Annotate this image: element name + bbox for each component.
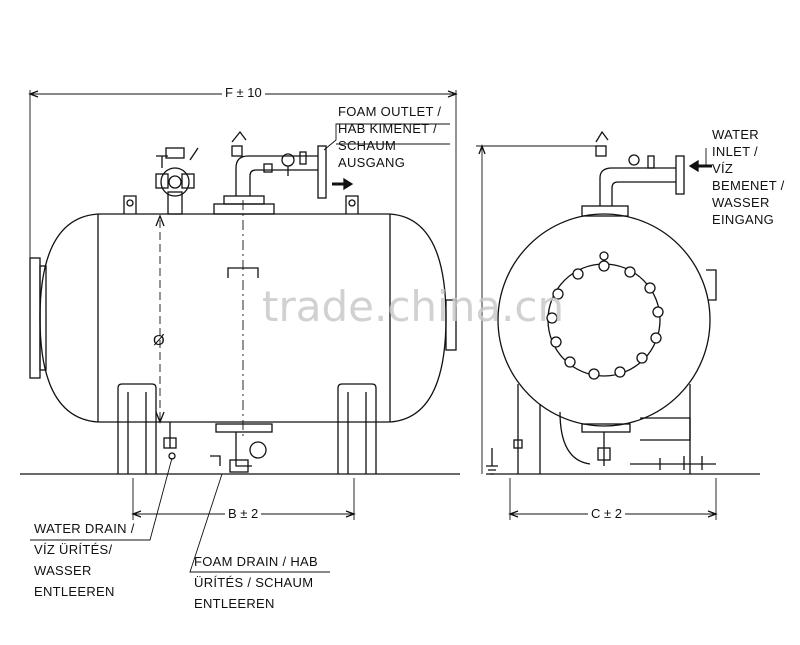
lug-hole-right [348,199,356,207]
hose-end [559,411,591,465]
foam-drain-leader [189,473,330,573]
watermark: trade.china.cn [262,282,565,331]
foam-outlet-leader [323,123,450,151]
callout-line: WASSER [34,563,92,578]
f-arrow-right [447,90,458,98]
f-arrow-left [28,90,39,98]
top-flange [213,203,275,215]
dip-pipe [227,267,259,278]
valve-port-right [181,173,195,189]
flange-right [445,299,457,351]
inlet-valve [595,145,607,157]
callout-line: FOAM OUTLET / [338,104,442,119]
callout-line: WATER [712,127,759,142]
callout-line: ENTLEEREN [34,584,115,599]
outlet-flange [317,145,327,199]
valve-cap-left [165,147,185,159]
dim-diameter: Ø [153,332,165,349]
lifting-lug-right [345,195,359,214]
bottom-valve-end [597,447,611,461]
skirt-end [640,417,691,441]
inlet-pipe-inner [611,181,676,206]
callout-line: ENTLEEREN [194,596,275,611]
valve-stem-left [167,191,183,215]
callout-line: ÜRÍTÉS / SCHAUM [194,575,314,590]
inlet-valve-handle [595,130,609,143]
callout-line: AUSGANG [338,155,406,170]
valve-lever-left [189,147,199,161]
valve-core-left [168,175,182,189]
foam-drain-handle [210,455,221,466]
outlet-fitting [263,163,273,173]
diameter-arrow-bottom [155,411,165,424]
callout-line: BEMENET / [712,178,785,193]
callout-water-drain: WATER DRAIN / VÍZ ÜRÍTÉS/ WASSER ENTLEER… [34,518,135,602]
dim-leg-width: C ± 2 [588,506,625,521]
foam-drain-valve [229,459,249,473]
callout-line: INLET / [712,144,758,159]
valve-body-left [160,167,190,197]
grounding-symbol [486,448,498,475]
outlet-valve [231,145,243,157]
manhole-flange-left [29,257,41,379]
side-view [20,90,460,573]
callout-foam-outlet: FOAM OUTLET / HAB KIMENET / SCHAUM AUSGA… [338,103,441,171]
bolt-top-end [599,251,609,261]
callout-water-inlet: WATER INLET / VÍZ BEMENET / WASSER EINGA… [712,126,785,228]
callout-line: VÍZ [712,161,734,176]
top-flange-end [581,205,629,217]
outlet-valve-handle [231,130,247,143]
tank-body-end [497,213,711,427]
end-view [476,130,760,520]
side-flange-end [706,269,717,301]
top-flange-upper [223,195,265,205]
valve-port-left [155,173,169,189]
bolt-circle [546,260,664,380]
dim-overall-length: F ± 10 [222,85,265,100]
grounding-lug [513,439,523,449]
callout-line: HAB KIMENET / [338,121,438,136]
lifting-lug-left [123,195,137,214]
water-drain-valve [163,437,177,449]
lug-hole-left [126,199,134,207]
drain-manifold-end [630,456,716,470]
callout-line: FOAM DRAIN / HAB [194,554,318,569]
outlet-pipe-inner [249,169,318,196]
saddle-left [117,383,157,474]
callout-line: WASSER [712,195,770,210]
pressure-gauge-bottom [249,441,267,459]
diameter-arrow-top [155,214,165,227]
outlet-pipe-outer [235,155,318,196]
height-arrow-top [478,144,486,155]
outlet-fitting-2 [299,151,307,165]
c-arrow-left [508,510,519,518]
bottom-flange-end [581,423,631,433]
inlet-flow-arrowhead [688,159,699,173]
foam-drain-pipe [235,432,252,467]
callout-line: VÍZ ÜRÍTÉS/ [34,542,113,557]
manhole-cover-left [39,265,47,371]
b-arrow-left [131,510,142,518]
bottom-flange [215,423,273,433]
b-arrow-right [345,510,356,518]
callout-line: EINGANG [712,212,775,227]
dim-leg-spacing: B ± 2 [225,506,262,521]
inlet-flange [675,155,685,195]
callout-line: SCHAUM [338,138,397,153]
c-arrow-right [707,510,718,518]
water-drain-leader [30,457,173,541]
callout-foam-drain: FOAM DRAIN / HAB ÜRÍTÉS / SCHAUM ENTLEER… [194,551,318,614]
inlet-fitting [647,155,655,169]
outlet-flow-arrowhead [343,177,354,191]
inlet-pipe-outer [599,167,676,206]
gauge-top-end [628,154,640,166]
callout-line: WATER DRAIN / [34,521,135,536]
saddle-right [337,383,377,474]
